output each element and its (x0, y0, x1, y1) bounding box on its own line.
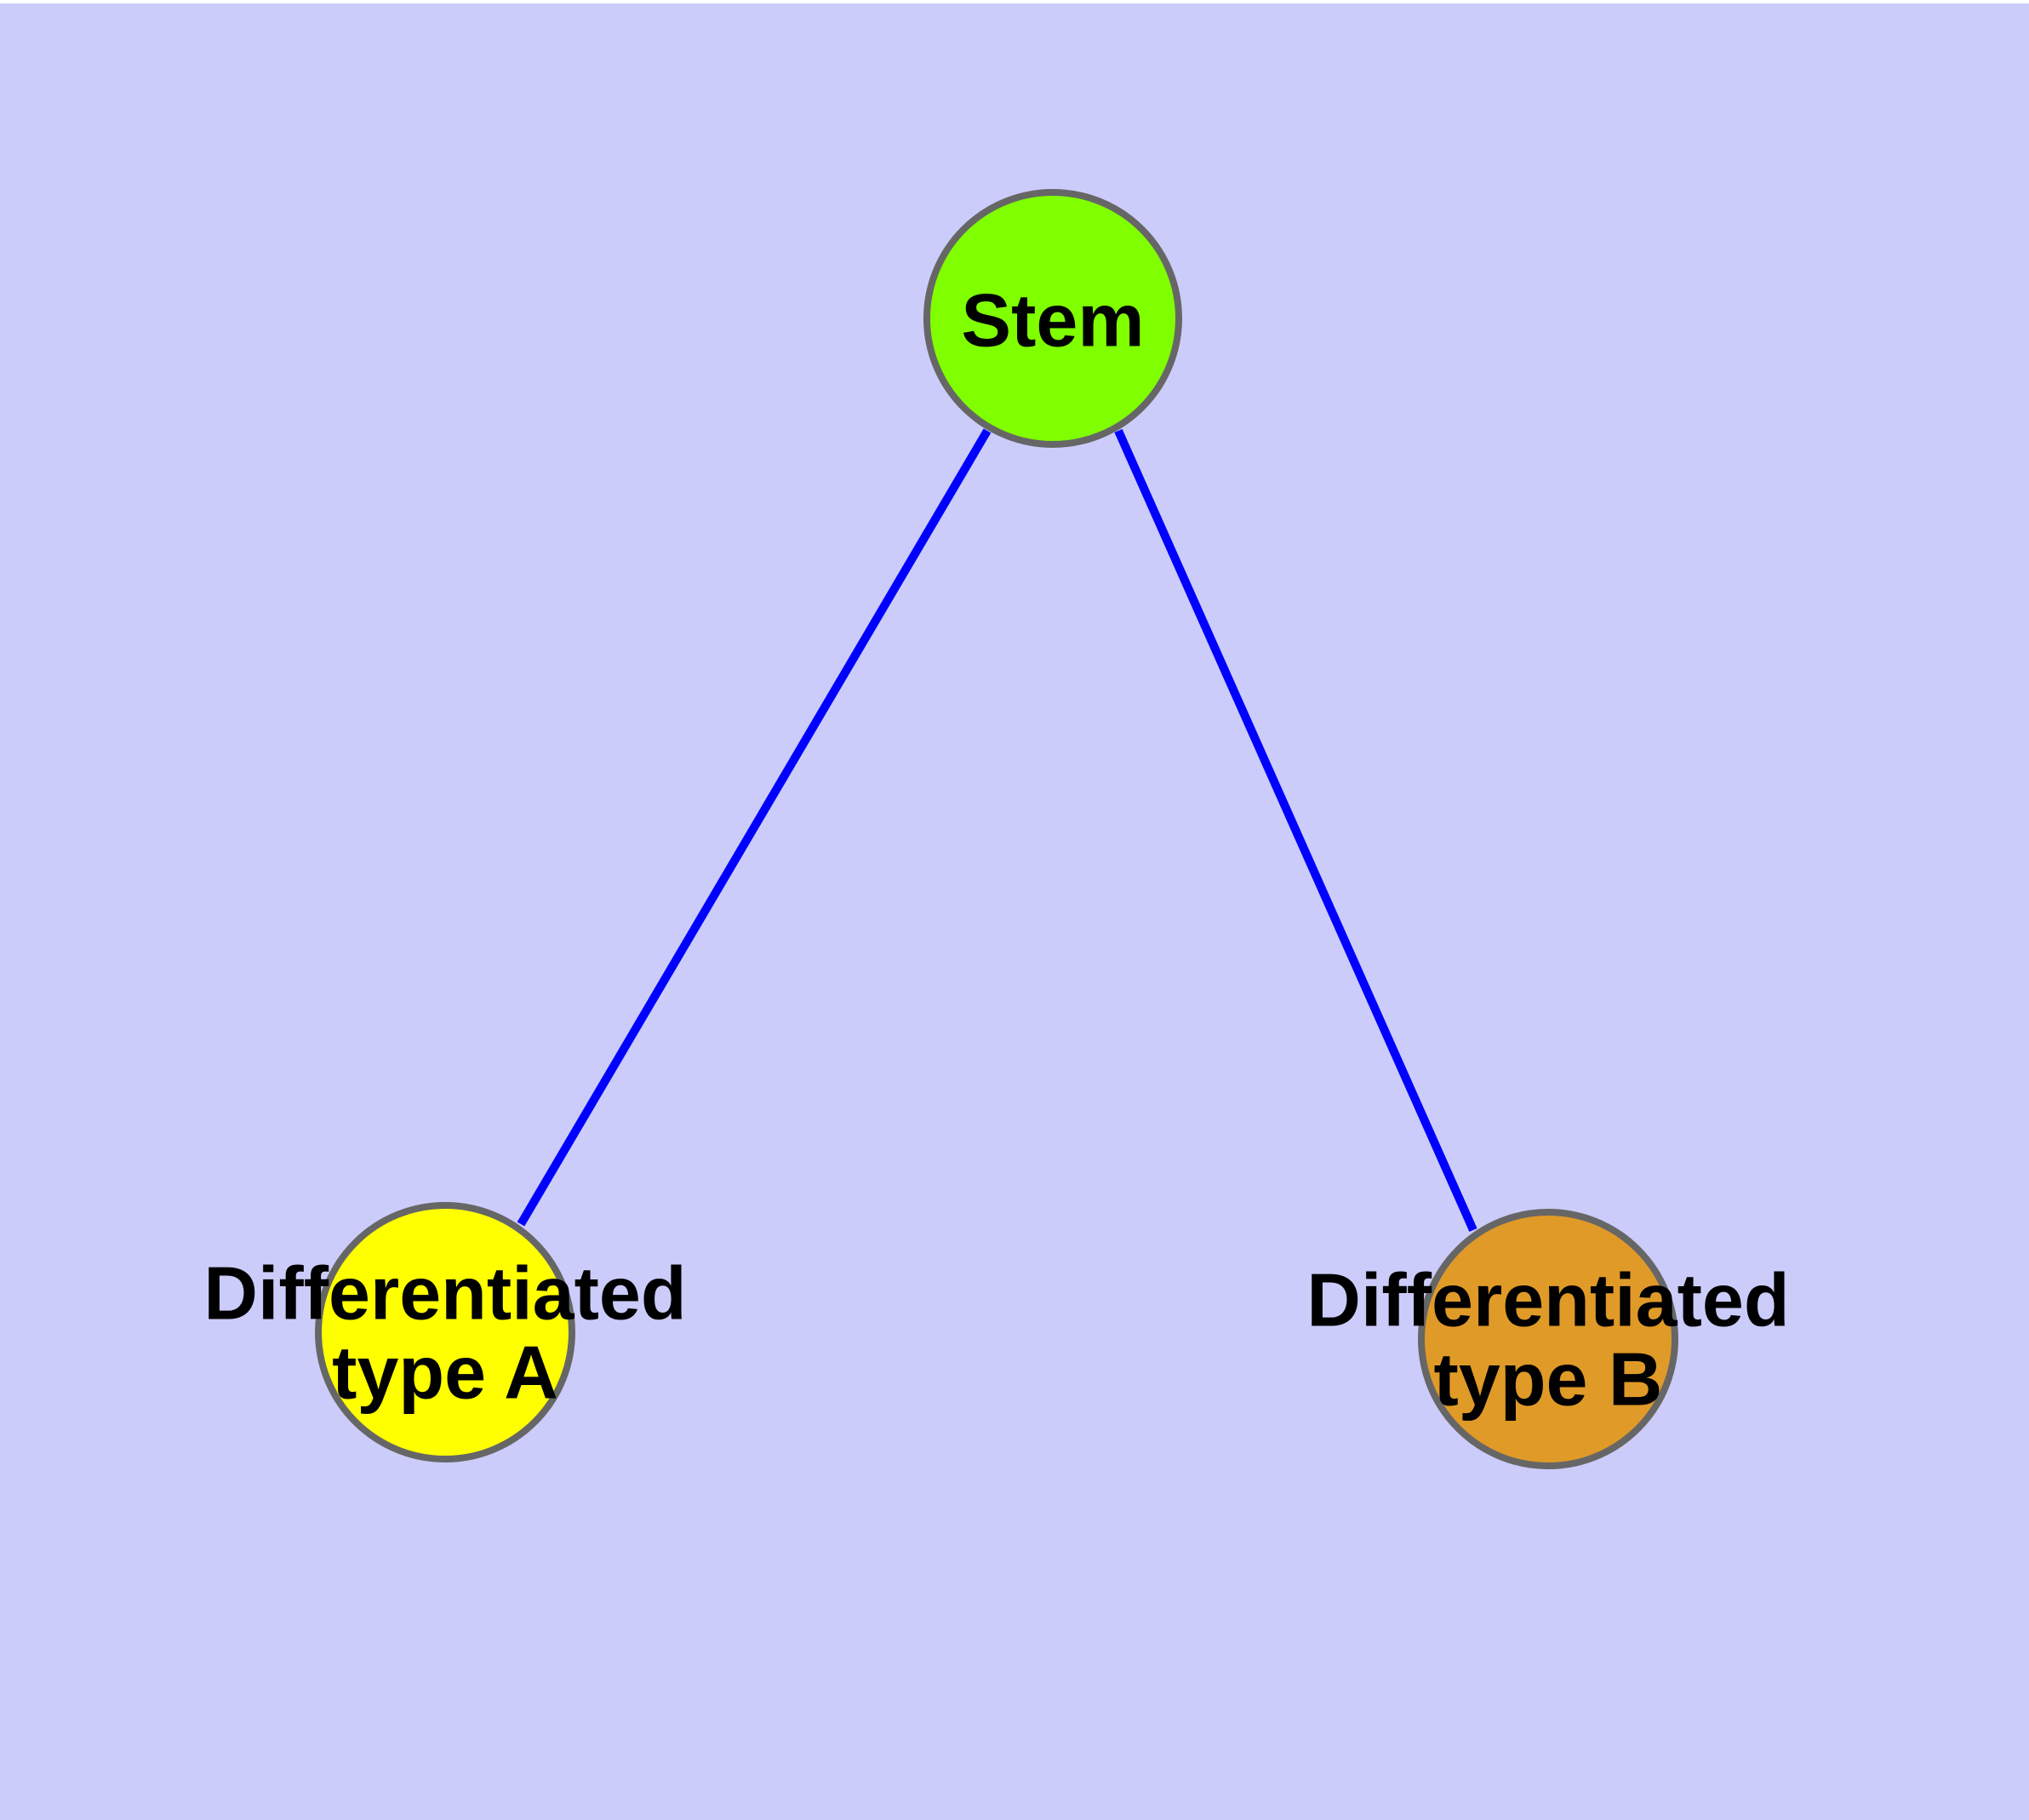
node-stem-circle[interactable] (923, 189, 1182, 448)
node-layer (315, 189, 1678, 1469)
edge-stem-to-diff-b[interactable] (1114, 428, 1477, 1233)
edge-layer (517, 428, 1477, 1233)
node-diff-b-circle[interactable] (1418, 1209, 1678, 1469)
node-diff-a-circle[interactable] (315, 1202, 575, 1462)
edge-stem-to-diff-a[interactable] (517, 428, 992, 1227)
